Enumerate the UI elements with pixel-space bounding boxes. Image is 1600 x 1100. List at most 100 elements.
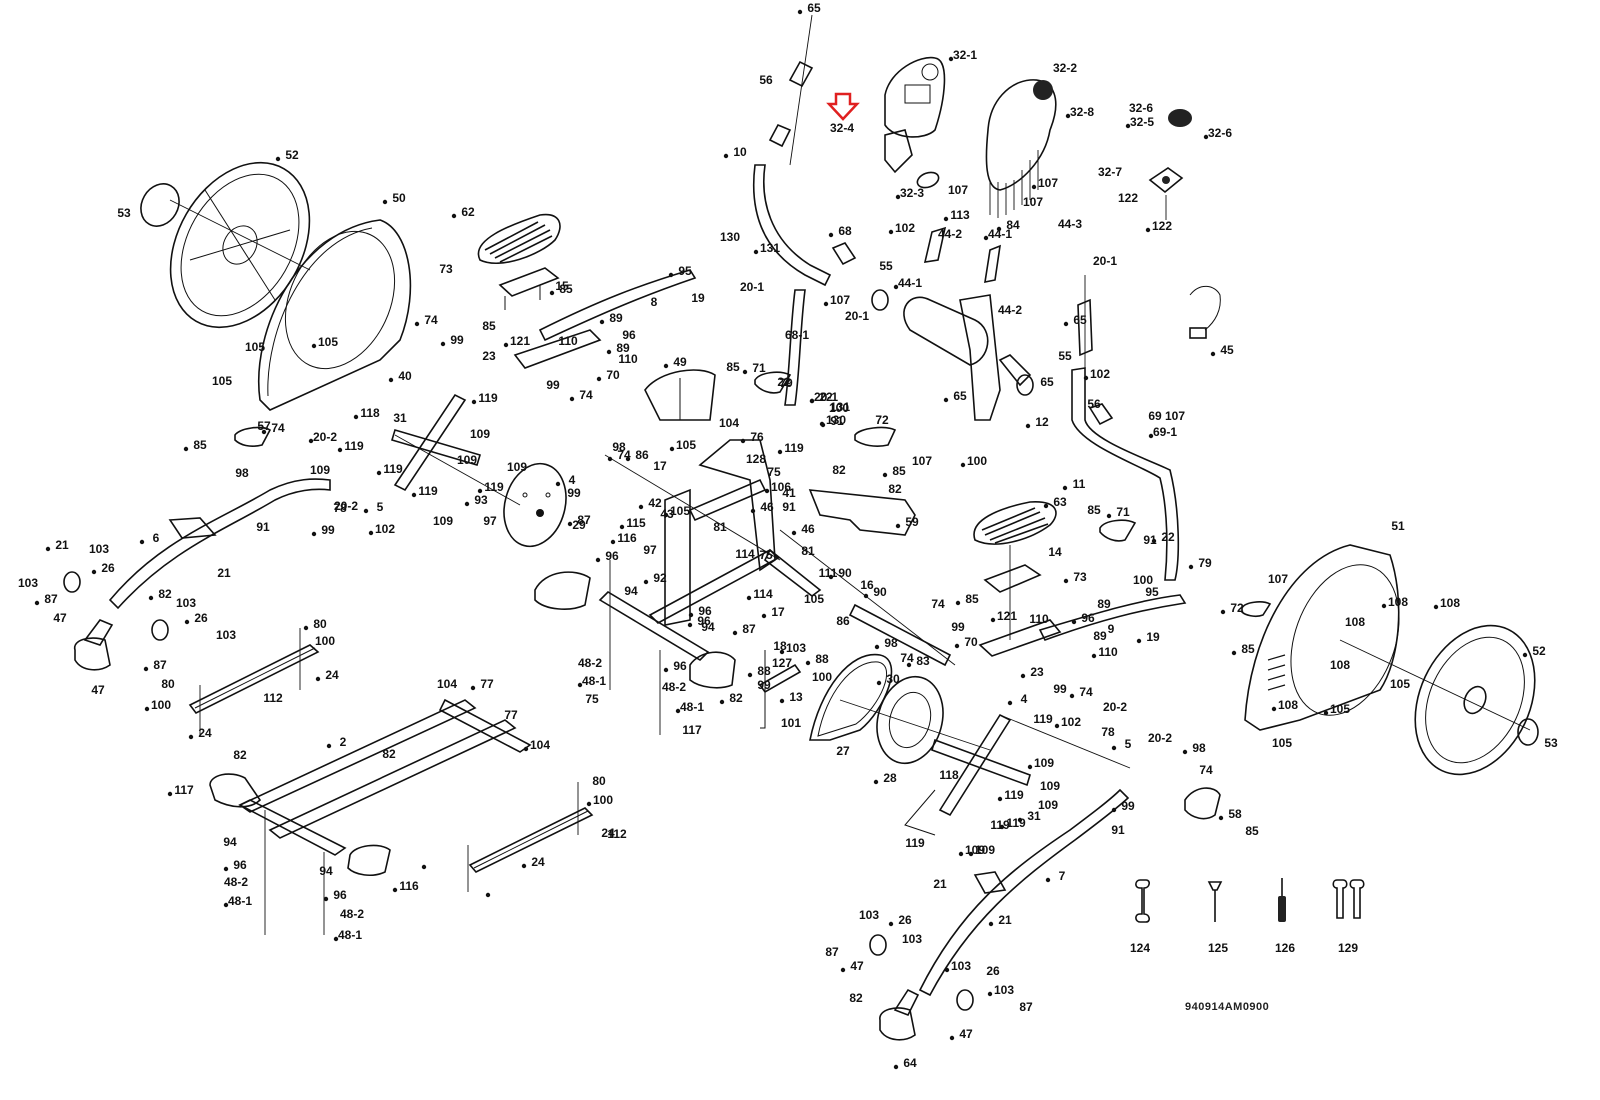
part-callout-26: 26 <box>194 611 208 625</box>
part-callout-31: 31 <box>393 411 407 425</box>
allen-key-icon <box>1207 881 1223 922</box>
part-callout-48-1: 48-1 <box>679 700 705 714</box>
part-callout-122: 122 <box>1117 191 1139 205</box>
part-callout-41: 41 <box>782 486 796 500</box>
fastener-dot <box>988 921 994 927</box>
fastener-dot <box>888 229 894 235</box>
part-callout-99: 99 <box>1121 799 1135 813</box>
part-callout-96: 96 <box>605 549 619 563</box>
fastener-dot <box>1063 578 1069 584</box>
right-cap-53 <box>1517 718 1539 746</box>
part-callout-119: 119 <box>478 391 498 405</box>
fastener-dot <box>625 456 631 462</box>
bushing-55-right <box>1016 374 1034 396</box>
part-callout-105: 105 <box>675 438 697 452</box>
part-callout-26: 26 <box>986 964 1000 978</box>
fastener-dot <box>45 546 51 552</box>
console-cover-32-4 <box>884 129 913 174</box>
part-callout-21: 21 <box>933 877 947 891</box>
fastener-dot <box>311 531 317 537</box>
fastener-dot <box>1065 113 1071 119</box>
fastener-dot <box>1069 693 1075 699</box>
part-callout-104: 104 <box>436 677 458 691</box>
part-callout-30: 30 <box>886 672 900 686</box>
part-callout-107: 107 <box>1037 176 1059 190</box>
part-callout-46: 46 <box>760 500 774 514</box>
highlight-arrow-icon <box>826 92 860 121</box>
fastener-dot <box>223 902 229 908</box>
part-callout-48-2: 48-2 <box>661 680 687 694</box>
part-callout-105: 105 <box>669 504 691 518</box>
fastener-dot <box>761 613 767 619</box>
part-callout-105: 105 <box>803 592 825 606</box>
part-callout-65: 65 <box>807 1 821 15</box>
fastener-dot <box>1031 184 1037 190</box>
fastener-dot <box>503 342 509 348</box>
part-callout-69-1: 69-1 <box>1152 425 1178 439</box>
fastener-dots <box>34 9 1528 1070</box>
part-callout-94: 94 <box>319 864 333 878</box>
fastener-dot <box>139 539 145 545</box>
part-callout-86: 86 <box>836 614 850 628</box>
fastener-dot <box>275 156 281 162</box>
part-callout-100: 100 <box>150 698 172 712</box>
part-callout-103: 103 <box>950 959 972 973</box>
part-callout-85: 85 <box>193 438 207 452</box>
part-callout-47: 47 <box>959 1027 973 1041</box>
fastener-dot <box>596 376 602 382</box>
part-callout-31: 31 <box>1027 809 1041 823</box>
part-callout-98: 98 <box>1192 741 1206 755</box>
part-callout-109: 109 <box>506 460 528 474</box>
fastener-dot <box>1091 653 1097 659</box>
part-callout-10: 10 <box>733 145 747 159</box>
fastener-dot <box>477 488 483 494</box>
fastener-dot <box>1020 673 1026 679</box>
part-callout-114: 114 <box>735 547 755 561</box>
fastener-dot <box>451 213 457 219</box>
part-callout-90: 90 <box>873 585 887 599</box>
part-callout-109: 109 <box>432 514 454 528</box>
fastener-dot <box>586 801 592 807</box>
fastener-dot <box>882 472 888 478</box>
fastener-dot <box>619 524 625 530</box>
part-callout-119: 119 <box>905 836 925 850</box>
part-callout-44-2: 44-2 <box>997 303 1023 317</box>
fastener-dot <box>895 194 901 200</box>
pulse-sensor-45 <box>1189 285 1221 339</box>
part-callout-5: 5 <box>376 500 384 514</box>
fastener-dot <box>996 226 1002 232</box>
part-callout-96: 96 <box>673 659 687 673</box>
fastener-dot <box>523 746 529 752</box>
fastener-dot <box>1210 351 1216 357</box>
part-callout-13: 13 <box>789 690 803 704</box>
part-callout-89: 89 <box>609 311 623 325</box>
fastener-dot <box>740 438 746 444</box>
part-callout-103: 103 <box>215 628 237 642</box>
fastener-dot <box>315 676 321 682</box>
part-callout-119: 119 <box>1033 712 1053 726</box>
part-callout-65: 65 <box>1040 375 1054 389</box>
part-callout-26: 26 <box>898 913 912 927</box>
left-roller-64 <box>74 619 114 671</box>
flywheel-28 <box>876 675 944 765</box>
fastener-dot <box>1007 700 1013 706</box>
part-callout-109: 109 <box>1033 756 1055 770</box>
bushing-55-left <box>871 289 889 311</box>
part-callout-32-6: 32-6 <box>1207 126 1233 140</box>
right-disc-cover-52 <box>1414 624 1536 776</box>
part-callout-131: 131 <box>759 241 781 255</box>
part-callout-53: 53 <box>117 206 131 220</box>
part-callout-44-1: 44-1 <box>987 227 1013 241</box>
part-callout-20-1: 20-1 <box>813 390 839 404</box>
part-callout-94: 94 <box>223 835 237 849</box>
part-callout-119: 119 <box>784 441 804 455</box>
part-callout-85: 85 <box>1087 503 1101 517</box>
part-callout-4: 4 <box>1020 692 1028 706</box>
fastener-dot <box>599 319 605 325</box>
part-callout-117: 117 <box>174 783 194 797</box>
part-callout-44-3: 44-3 <box>1057 217 1083 231</box>
fastener-dot <box>337 447 343 453</box>
fastener-dot <box>823 301 829 307</box>
part-callout-92: 92 <box>653 571 667 585</box>
fastener-dot <box>261 429 267 435</box>
